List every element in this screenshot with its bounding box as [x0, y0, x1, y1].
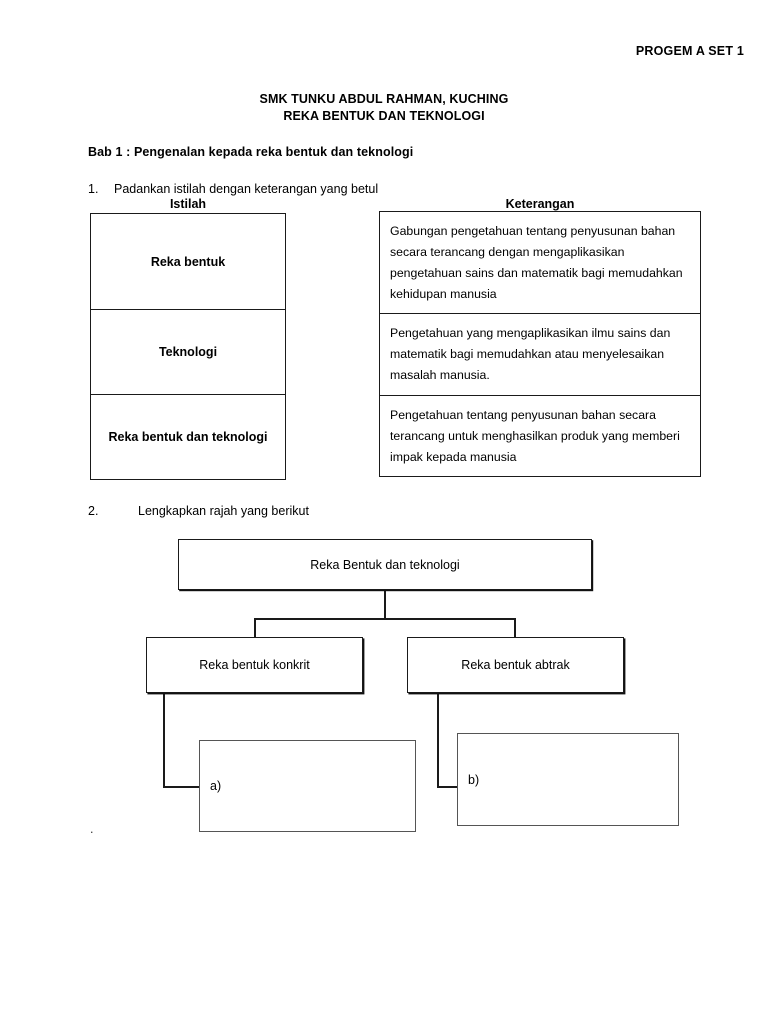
trailing-punctuation: .: [90, 822, 94, 836]
question-1-instruction: Padankan istilah dengan keterangan yang …: [114, 182, 379, 196]
question-2-number: 2.: [88, 504, 99, 518]
question-1-number: 1.: [88, 182, 99, 196]
chapter-heading: Bab 1 : Pengenalan kepada reka bentuk da…: [88, 145, 414, 159]
flowchart-child-node-abtrak[interactable]: Reka bentuk abtrak: [407, 637, 624, 693]
flowchart-root-node[interactable]: Reka Bentuk dan teknologi: [178, 539, 592, 590]
connector-b-horizontal: [437, 786, 458, 788]
istilah-cell[interactable]: Reka bentuk dan teknologi: [108, 430, 268, 444]
question-2-instruction: Lengkapkan rajah yang berikut: [138, 504, 309, 518]
keterangan-table: Gabungan pengetahuan tentang penyusunan …: [379, 211, 701, 477]
column-header-istilah: Istilah: [169, 197, 207, 211]
connector-b-vertical: [437, 692, 439, 787]
keterangan-cell[interactable]: Pengetahuan yang mengaplikasikan ilmu sa…: [380, 314, 700, 396]
istilah-cell[interactable]: Teknologi: [91, 310, 285, 395]
keterangan-cell[interactable]: Pengetahuan tentang penyusunan bahan sec…: [390, 407, 680, 464]
program-code: PROGEM A SET 1: [635, 44, 744, 58]
connector-to-left-child: [254, 618, 256, 638]
istilah-table: Reka bentuk Teknologi Reka bentuk dan te…: [90, 213, 286, 480]
istilah-cell[interactable]: Reka bentuk: [91, 214, 285, 310]
connector-a-vertical: [163, 692, 165, 787]
school-name: SMK TUNKU ABDUL RAHMAN, KUCHING: [259, 92, 509, 106]
connector-root-down: [384, 590, 386, 619]
document-title: SMK TUNKU ABDUL RAHMAN, KUCHING REKA BEN…: [0, 91, 768, 125]
connector-to-right-child: [514, 618, 516, 638]
answer-box-a[interactable]: a): [199, 740, 416, 832]
connector-a-horizontal: [163, 786, 200, 788]
answer-box-b[interactable]: b): [457, 733, 679, 826]
column-header-keterangan: Keterangan: [505, 197, 575, 211]
flowchart-child-node-konkrit[interactable]: Reka bentuk konkrit: [146, 637, 363, 693]
keterangan-cell[interactable]: Gabungan pengetahuan tentang penyusunan …: [380, 212, 700, 314]
connector-horizontal-split: [254, 618, 516, 620]
subject-name: REKA BENTUK DAN TEKNOLOGI: [283, 109, 485, 123]
